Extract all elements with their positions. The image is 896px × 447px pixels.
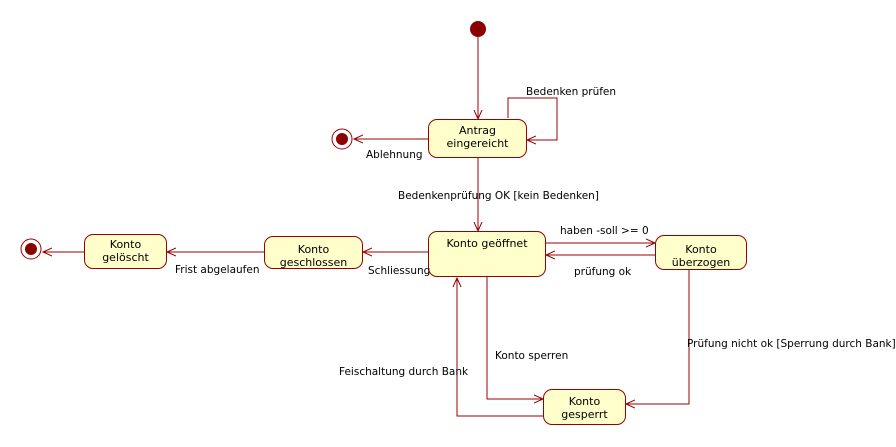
label-pruefung-nicht-ok: Prüfung nicht ok [Sperrung durch Bank]: [687, 338, 896, 350]
state-konto-geloescht[interactable]: Konto gelöscht: [84, 234, 167, 269]
label-pruefung-ok: prüfung ok: [574, 266, 632, 278]
label-konto-sperren: Konto sperren: [495, 350, 569, 362]
transition-pruefung-nicht-ok: [626, 270, 690, 404]
state-label: Antrag eingereicht: [446, 124, 509, 150]
state-label: Konto gesperrt: [561, 395, 608, 421]
label-ablehnung: Ablehnung: [366, 149, 423, 161]
state-label: Konto geschlossen: [279, 243, 348, 269]
label-bedenkenpruefung-ok: Bedenkenprüfung OK [kein Bedenken]: [398, 190, 599, 202]
label-schliessung: Schliessung: [368, 265, 431, 277]
transition-konto-sperren: [486, 277, 543, 399]
state-antrag-eingereicht[interactable]: Antrag eingereicht: [428, 119, 527, 158]
state-konto-geoeffnet[interactable]: Konto geöffnet: [428, 231, 546, 277]
label-haben-soll: haben -soll >= 0: [560, 225, 649, 237]
final-state-geloescht: [20, 238, 42, 260]
initial-state: [470, 21, 486, 37]
state-label: Konto geöffnet: [446, 237, 528, 250]
label-freischaltung: Feischaltung durch Bank: [339, 366, 469, 378]
final-state-ablehnung: [331, 128, 353, 150]
state-label: Konto überzogen: [671, 243, 731, 269]
state-konto-ueberzogen[interactable]: Konto überzogen: [655, 235, 747, 270]
label-bedenken-pruefen: Bedenken prüfen: [526, 86, 617, 98]
state-konto-geschlossen[interactable]: Konto geschlossen: [264, 236, 363, 269]
label-frist-abgelaufen: Frist abgelaufen: [175, 264, 260, 276]
state-label: Konto gelöscht: [102, 238, 149, 264]
transition-bedenken-pruefen: [507, 97, 558, 140]
transition-freischaltung: [457, 278, 545, 417]
state-konto-gesperrt[interactable]: Konto gesperrt: [543, 389, 626, 425]
